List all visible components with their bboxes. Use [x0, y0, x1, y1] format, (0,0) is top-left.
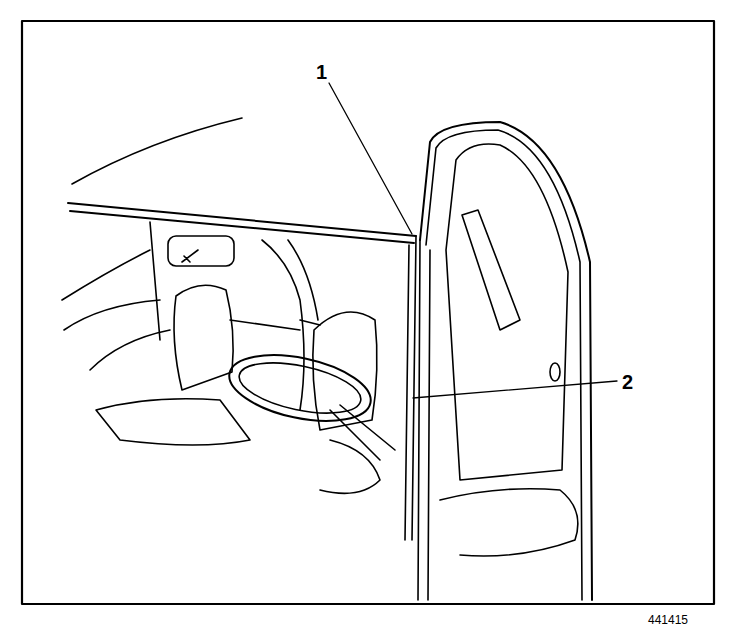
floor-mat: [96, 399, 250, 445]
mirror-mount: [182, 250, 198, 262]
seat-trim: [230, 320, 320, 330]
steering-wheel: [223, 344, 376, 433]
rear-view-mirror: [168, 236, 234, 266]
door-hinge-edge: [418, 240, 430, 600]
figure-frame: [22, 21, 714, 604]
window-reflection: [462, 210, 520, 330]
steering-wheel-inner: [235, 354, 365, 423]
door-window-frame: [446, 144, 568, 480]
callout-number: 2: [622, 372, 633, 392]
figure-number: 441415: [648, 614, 688, 626]
console: [320, 440, 380, 493]
leader-line: [329, 83, 412, 234]
door-weatherstrip: [426, 130, 582, 600]
steering-column: [330, 405, 395, 460]
door-armrest: [440, 489, 578, 556]
roof-line: [72, 118, 242, 184]
seat-back-left: [174, 285, 233, 390]
rear-trim: [64, 300, 170, 370]
door-opening-pillar: [405, 236, 416, 540]
windshield-header: [68, 203, 416, 243]
callout-number: 1: [316, 62, 327, 82]
door-handle: [550, 363, 560, 381]
door-outer-edge: [420, 122, 592, 600]
leader-line: [413, 381, 617, 398]
